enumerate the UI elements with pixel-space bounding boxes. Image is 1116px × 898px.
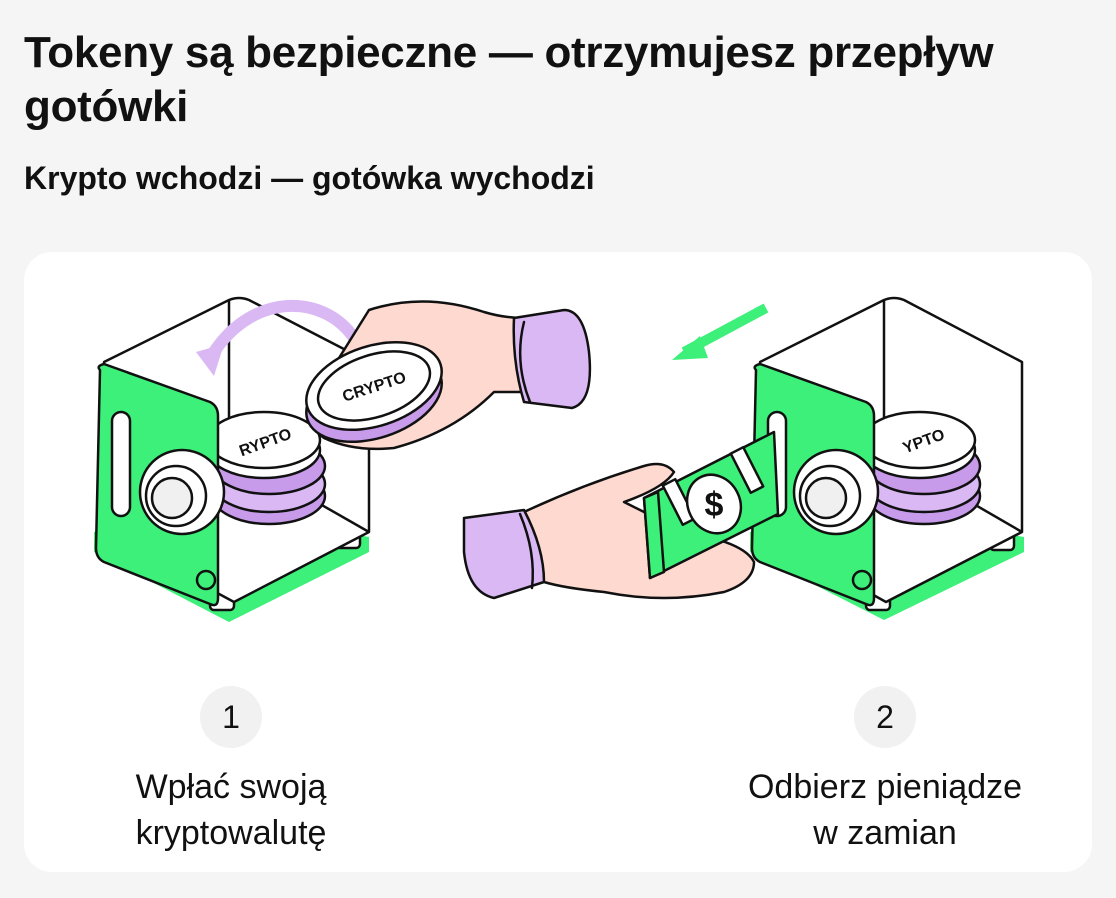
banknote-icon: [642, 430, 780, 580]
step-label-1: Wpłać swoją kryptowalutę: [71, 764, 391, 856]
step-label-2: Odbierz pieniądze w zamian: [700, 764, 1070, 856]
hand-icon-bottom: [462, 462, 756, 600]
safe-icon-right: [750, 296, 1024, 620]
arrowhead-icon: [196, 344, 224, 376]
step-label-1-line2: kryptowalutę: [135, 814, 327, 852]
step-label-1-line1: Wpłać swoją: [135, 768, 327, 806]
step-number-1: 1: [200, 686, 262, 748]
arrowhead-icon-green: [672, 336, 708, 360]
page-title: Tokeny są bezpieczne — otrzymujesz przep…: [24, 28, 994, 131]
safe-icon: [94, 296, 371, 622]
coin-icon: [305, 340, 443, 444]
step-number-2: 2: [854, 686, 916, 748]
arrow-icon: [208, 300, 360, 358]
steps-card: RYPTO CRYPTO: [24, 252, 1092, 872]
page-subtitle: Krypto wchodzi — gotówka wychodzi: [24, 160, 595, 196]
step-label-2-line1: Odbierz pieniądze: [747, 768, 1023, 806]
illustration: RYPTO CRYPTO: [94, 296, 1024, 622]
step-label-2-line2: w zamian: [813, 814, 957, 852]
bill-symbol: $: [705, 486, 724, 524]
